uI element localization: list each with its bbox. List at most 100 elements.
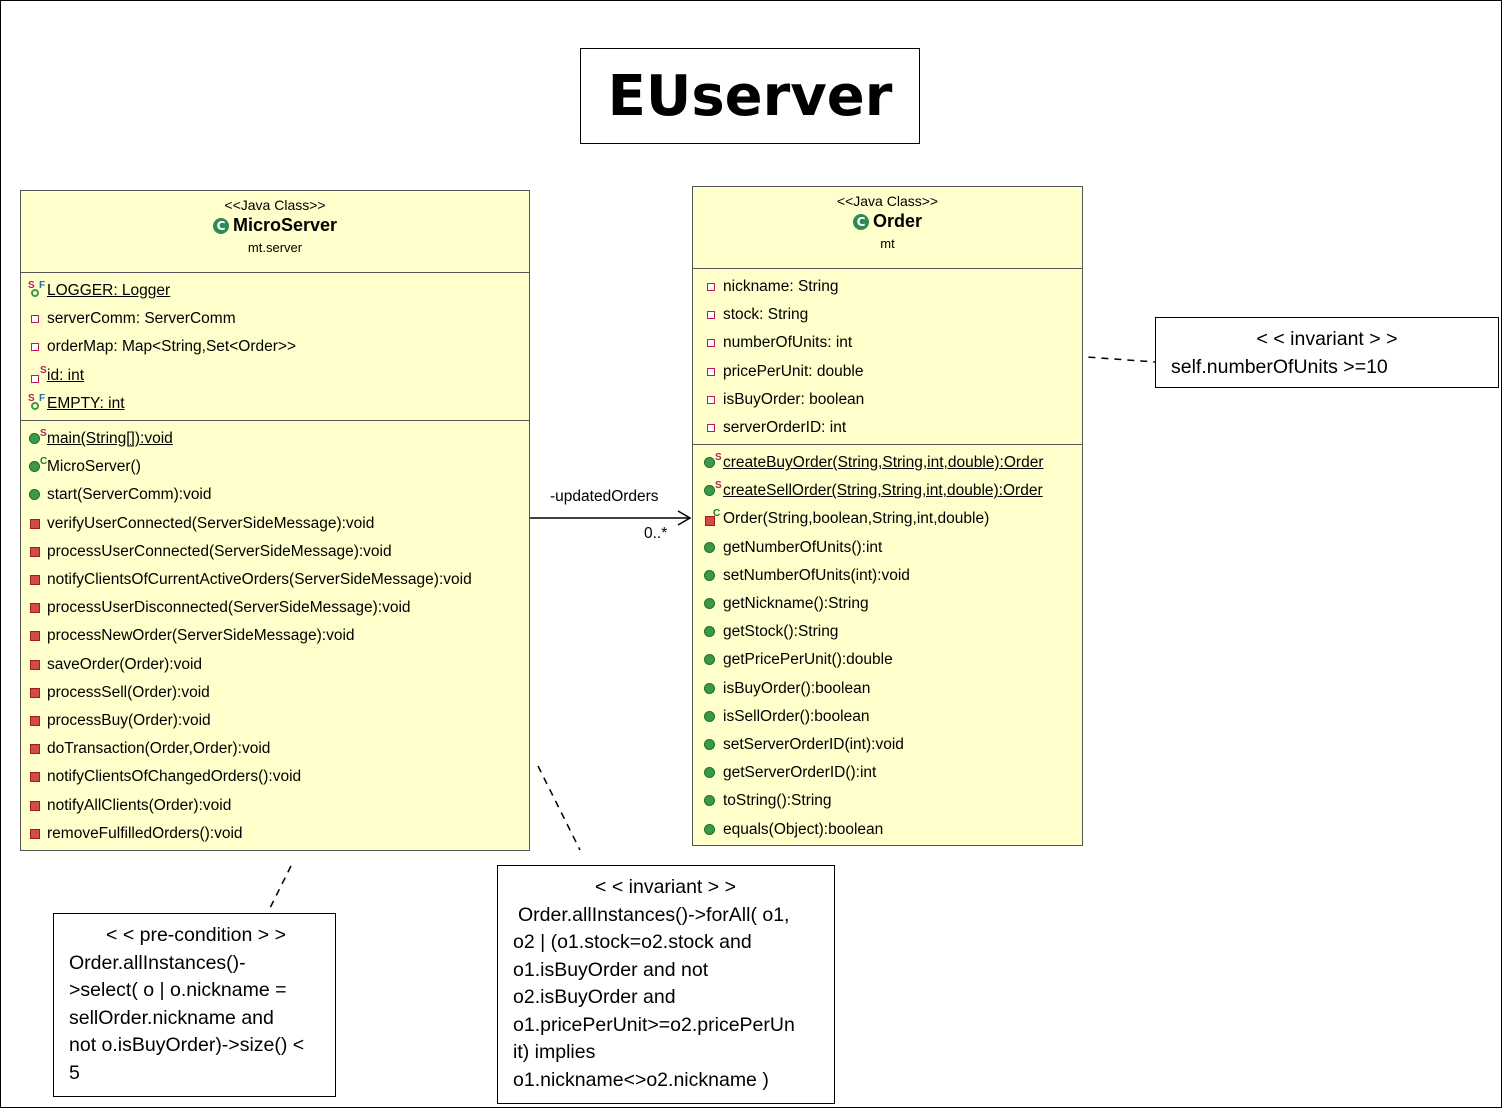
- private-field-icon: [693, 418, 719, 438]
- diagram-title-box: EUserver: [580, 48, 920, 144]
- private-static-field-icon: S: [21, 365, 47, 386]
- public-method-icon: [21, 485, 47, 505]
- operation-row[interactable]: removeFulfilledOrders():void: [21, 820, 529, 848]
- public-method-icon: [693, 735, 719, 755]
- private-field-icon: [693, 390, 719, 410]
- attribute-row[interactable]: stock: String: [693, 301, 1082, 329]
- private-field-icon: [21, 309, 47, 329]
- private-constructor-icon: C: [693, 509, 720, 529]
- operation-row[interactable]: notifyAllClients(Order):void: [21, 791, 529, 819]
- attribute-compartment: nickname: String stock: String numberOfU…: [693, 269, 1082, 445]
- operation-row[interactable]: S createBuyOrder(String,String,int,doubl…: [693, 449, 1082, 477]
- operation-row[interactable]: getStock():String: [693, 618, 1082, 646]
- attribute-row[interactable]: serverComm: ServerComm: [21, 305, 529, 333]
- operation-row[interactable]: start(ServerComm):void: [21, 481, 529, 509]
- attribute-row[interactable]: nickname: String: [693, 273, 1082, 301]
- note-line: Order.allInstances()-: [69, 951, 246, 974]
- attribute-row[interactable]: pricePerUnit: double: [693, 358, 1082, 386]
- private-method-icon: [21, 711, 47, 731]
- operation-row[interactable]: getNumberOfUnits():int: [693, 534, 1082, 562]
- operation-row[interactable]: saveOrder(Order):void: [21, 651, 529, 679]
- operation-row[interactable]: doTransaction(Order,Order):void: [21, 735, 529, 763]
- public-static-method-icon: S: [693, 453, 722, 473]
- public-method-icon: [693, 820, 719, 840]
- association-multiplicity: 0..*: [644, 525, 668, 542]
- note-line: o2 | (o1.stock=o2.stock and: [513, 931, 752, 953]
- class-stereotype: <<Java Class>>: [224, 197, 326, 213]
- operation-row[interactable]: equals(Object):boolean: [693, 815, 1082, 843]
- association-arrowhead: [677, 510, 692, 526]
- private-field-icon: [693, 277, 719, 297]
- operation-row[interactable]: getNickname():String: [693, 590, 1082, 618]
- units-invariant-note[interactable]: < < invariant > > self.numberOfUnits >=1…: [1155, 317, 1499, 388]
- note-line: self.numberOfUnits >=10: [1171, 355, 1388, 378]
- attribute-row[interactable]: serverOrderID: int: [693, 414, 1082, 442]
- class-package: mt.server: [247, 240, 303, 255]
- constructor-icon: C: [21, 457, 47, 477]
- note-line: sellOrder.nickname and: [69, 1006, 274, 1029]
- class-name-text: MicroServer: [232, 215, 338, 235]
- private-method-icon: [21, 598, 47, 618]
- private-field-icon: [693, 333, 719, 353]
- public-method-icon: [693, 566, 719, 586]
- private-method-icon: [21, 514, 47, 534]
- public-method-icon: [693, 763, 719, 783]
- operation-row[interactable]: C Order(String,boolean,String,int,double…: [693, 505, 1082, 533]
- attribute-row[interactable]: orderMap: Map<String,Set<Order>>: [21, 333, 529, 361]
- operation-row[interactable]: processNewOrder(ServerSideMessage):void: [21, 622, 529, 650]
- public-method-icon: [693, 791, 719, 811]
- private-method-icon: [21, 542, 47, 562]
- class-name: C MicroServer: [21, 215, 529, 236]
- private-method-icon: [21, 570, 47, 590]
- private-field-icon: [693, 305, 719, 325]
- operation-row[interactable]: S createSellOrder(String,String,int,doub…: [693, 477, 1082, 505]
- operation-row[interactable]: isSellOrder():boolean: [693, 703, 1082, 731]
- operation-row[interactable]: setNumberOfUnits(int):void: [693, 562, 1082, 590]
- precondition-connector: [267, 865, 292, 913]
- public-method-icon: [693, 622, 719, 642]
- operation-row[interactable]: notifyClientsOfChangedOrders():void: [21, 763, 529, 791]
- note-line: it) implies: [513, 1041, 596, 1063]
- operation-row[interactable]: processUserConnected(ServerSideMessage):…: [21, 538, 529, 566]
- orders-invariant-note[interactable]: < < invariant > > Order.allInstances()->…: [497, 865, 835, 1104]
- note-line: 5: [69, 1061, 80, 1084]
- operation-row[interactable]: processBuy(Order):void: [21, 707, 529, 735]
- operation-row[interactable]: notifyClientsOfCurrentActiveOrders(Serve…: [21, 566, 529, 594]
- java-class-icon: C: [852, 213, 869, 230]
- operation-row[interactable]: getServerOrderID():int: [693, 759, 1082, 787]
- attribute-row[interactable]: S id: int: [21, 362, 529, 390]
- operation-compartment: S main(String[]):void C MicroServer() st…: [21, 421, 529, 848]
- operation-row[interactable]: setServerOrderID(int):void: [693, 731, 1082, 759]
- note-line: Order.allInstances()->forAll( o1,: [518, 903, 790, 926]
- operation-row[interactable]: processSell(Order):void: [21, 679, 529, 707]
- public-static-method-icon: S: [693, 481, 722, 501]
- attribute-row[interactable]: numberOfUnits: int: [693, 329, 1082, 357]
- operation-row[interactable]: S main(String[]):void: [21, 425, 529, 453]
- operation-row[interactable]: toString():String: [693, 787, 1082, 815]
- operation-row[interactable]: getPricePerUnit():double: [693, 646, 1082, 674]
- orders-invariant-connector: [537, 765, 581, 851]
- class-microserver[interactable]: <<Java Class>> C MicroServer mt.server S…: [20, 190, 530, 851]
- private-field-icon: [693, 362, 719, 382]
- note-line: not o.isBuyOrder)->size() <: [69, 1034, 305, 1056]
- public-method-icon: [693, 594, 719, 614]
- operation-row[interactable]: C MicroServer(): [21, 453, 529, 481]
- operation-row[interactable]: isBuyOrder():boolean: [693, 675, 1082, 703]
- operation-compartment: S createBuyOrder(String,String,int,doubl…: [693, 445, 1082, 844]
- private-method-icon: [21, 626, 47, 646]
- operation-row[interactable]: processUserDisconnected(ServerSideMessag…: [21, 594, 529, 622]
- class-order[interactable]: <<Java Class>> C Order mt nickname: Stri…: [692, 186, 1083, 846]
- note-line: o1.pricePerUnit>=o2.pricePerUn: [513, 1013, 795, 1036]
- operation-row[interactable]: verifyUserConnected(ServerSideMessage):v…: [21, 510, 529, 538]
- precondition-note[interactable]: < < pre-condition > > Order.allInstances…: [53, 913, 336, 1097]
- private-method-icon: [21, 796, 47, 816]
- note-line: >select( o | o.nickname =: [69, 979, 287, 1001]
- note-heading: < < invariant > >: [1256, 328, 1398, 350]
- private-method-icon: [21, 824, 47, 844]
- attribute-row[interactable]: isBuyOrder: boolean: [693, 386, 1082, 414]
